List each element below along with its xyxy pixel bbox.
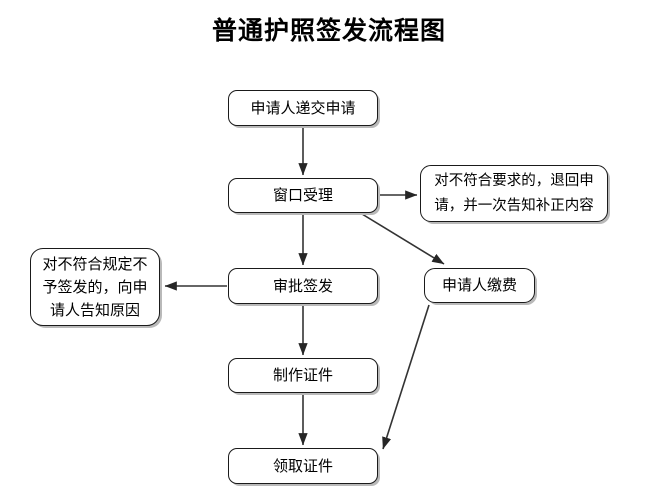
node-rejection-notice[interactable]: 对不符合规定不 予签发的，向申 请人告知原因 xyxy=(30,248,160,326)
node-return-application-note-label: 对不符合要求的，退回申 请，并一次告知补正内容 xyxy=(434,172,594,214)
node-applicant-payment[interactable]: 申请人缴费 xyxy=(424,268,535,303)
node-return-application-note[interactable]: 对不符合要求的，退回申 请，并一次告知补正内容 xyxy=(420,165,608,222)
edge-pay-collect xyxy=(382,304,430,450)
node-window-acceptance[interactable]: 窗口受理 xyxy=(228,178,378,213)
node-produce-document[interactable]: 制作证件 xyxy=(228,358,378,393)
node-submit-application-label: 申请人递交申请 xyxy=(250,98,356,117)
node-rejection-notice-label: 对不符合规定不 予签发的，向申 请人告知原因 xyxy=(42,254,148,319)
node-submit-application[interactable]: 申请人递交申请 xyxy=(228,90,378,126)
node-applicant-payment-label: 申请人缴费 xyxy=(441,276,517,294)
node-collect-document[interactable]: 领取证件 xyxy=(228,448,378,484)
node-approval-issuance-label: 审批签发 xyxy=(272,276,333,295)
page-title: 普通护照签发流程图 xyxy=(211,16,446,45)
node-window-acceptance-label: 窗口受理 xyxy=(272,186,333,204)
node-produce-document-label: 制作证件 xyxy=(272,366,333,384)
node-collect-document-label: 领取证件 xyxy=(272,456,333,475)
node-approval-issuance[interactable]: 审批签发 xyxy=(228,268,378,304)
